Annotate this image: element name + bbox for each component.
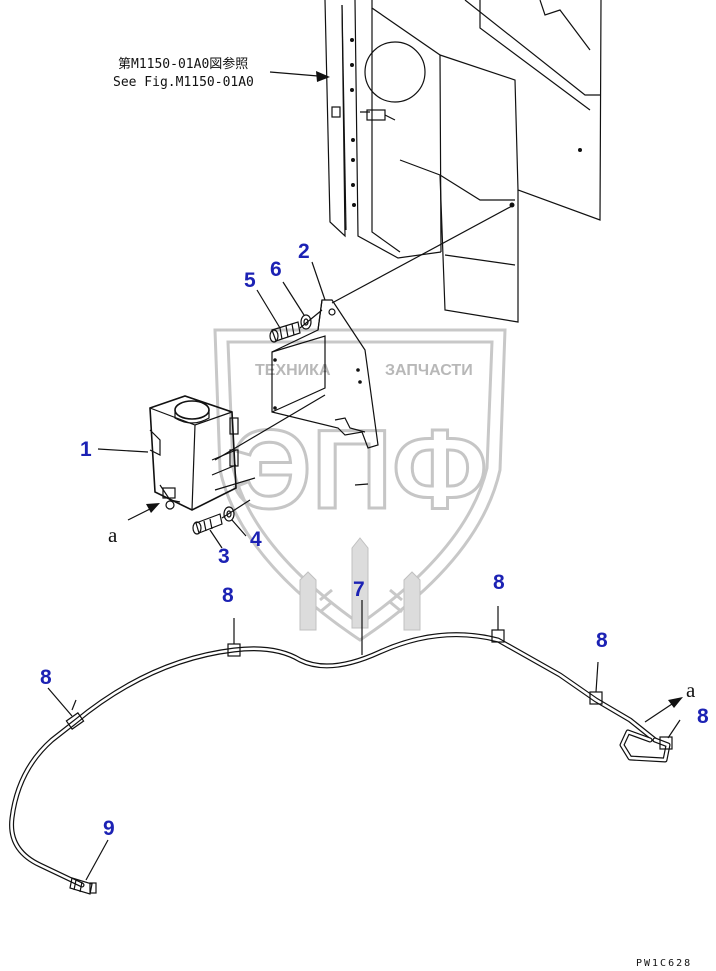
callout-6: 6 — [270, 258, 282, 281]
callout-leader-1 — [97, 448, 149, 453]
connection-leader-tank — [127, 507, 153, 521]
callout-9: 9 — [103, 817, 115, 840]
connection-arrow-hose-icon — [668, 697, 683, 708]
callout-8-d: 8 — [596, 629, 608, 652]
callout-leader-3 — [209, 529, 223, 549]
callout-8-e: 8 — [697, 705, 709, 728]
watermark-logo-text: ЭПФ — [232, 407, 488, 532]
watermark: ТЕХНИКА ЗАПЧАСТИ ЭПФ — [213, 328, 507, 642]
reference-note-jp: 第M1150-01A0図参照 — [118, 56, 248, 72]
connection-mark-hose: a — [686, 678, 696, 702]
watermark-text-right: ЗАПЧАСТИ — [385, 362, 473, 379]
clamp-part-8-c — [491, 606, 505, 643]
watermark-text-left: ТЕХНИКА — [255, 362, 331, 379]
clamp-part-8-d — [589, 661, 603, 705]
tank-leader-line-2 — [214, 477, 256, 491]
wheat-ears-icon — [299, 537, 421, 631]
callout-5: 5 — [244, 269, 256, 292]
mount-leader-line — [331, 205, 513, 304]
callout-leader-4 — [231, 519, 247, 537]
clamp-part-8-a — [65, 699, 85, 730]
tank-leader-line — [214, 394, 326, 461]
connection-leader-hose — [644, 701, 676, 723]
washer-part-4 — [223, 506, 235, 522]
reference-note-en: See Fig.M1150-01A0 — [113, 75, 254, 90]
connection-arrow-tank-icon — [146, 503, 160, 513]
callout-leader-6 — [282, 281, 305, 316]
callout-3: 3 — [218, 545, 230, 568]
drawing-code: PW1C628 — [636, 958, 692, 969]
callout-1: 1 — [80, 438, 92, 461]
bolt-part-3 — [192, 513, 223, 535]
washer-hose-part-7 — [9, 632, 671, 888]
callout-4: 4 — [250, 528, 262, 551]
callout-leader-8e — [667, 719, 681, 739]
callout-leader-8a — [47, 687, 73, 717]
reference-arrow-icon — [316, 71, 330, 82]
bolt-part-5 — [269, 321, 301, 343]
callout-8-c: 8 — [493, 571, 505, 594]
callout-2: 2 — [298, 240, 310, 263]
callout-leader-9 — [85, 839, 109, 881]
nozzle-part-9 — [69, 877, 97, 895]
callout-8-a: 8 — [40, 666, 52, 689]
reference-leader-line — [269, 71, 319, 77]
washer-part-6 — [300, 314, 312, 330]
callout-7: 7 — [353, 578, 365, 601]
clamp-part-8-e — [659, 736, 673, 750]
callout-8-b: 8 — [222, 584, 234, 607]
callout-leader-2 — [311, 261, 326, 301]
bracket-part-2 — [271, 299, 379, 486]
connection-mark-tank: a — [108, 523, 118, 547]
callout-leader-5 — [256, 289, 281, 329]
clamp-part-8-b — [227, 618, 241, 657]
cab-pillar-frame — [324, 0, 602, 323]
washer-tank-part-1 — [149, 395, 239, 511]
